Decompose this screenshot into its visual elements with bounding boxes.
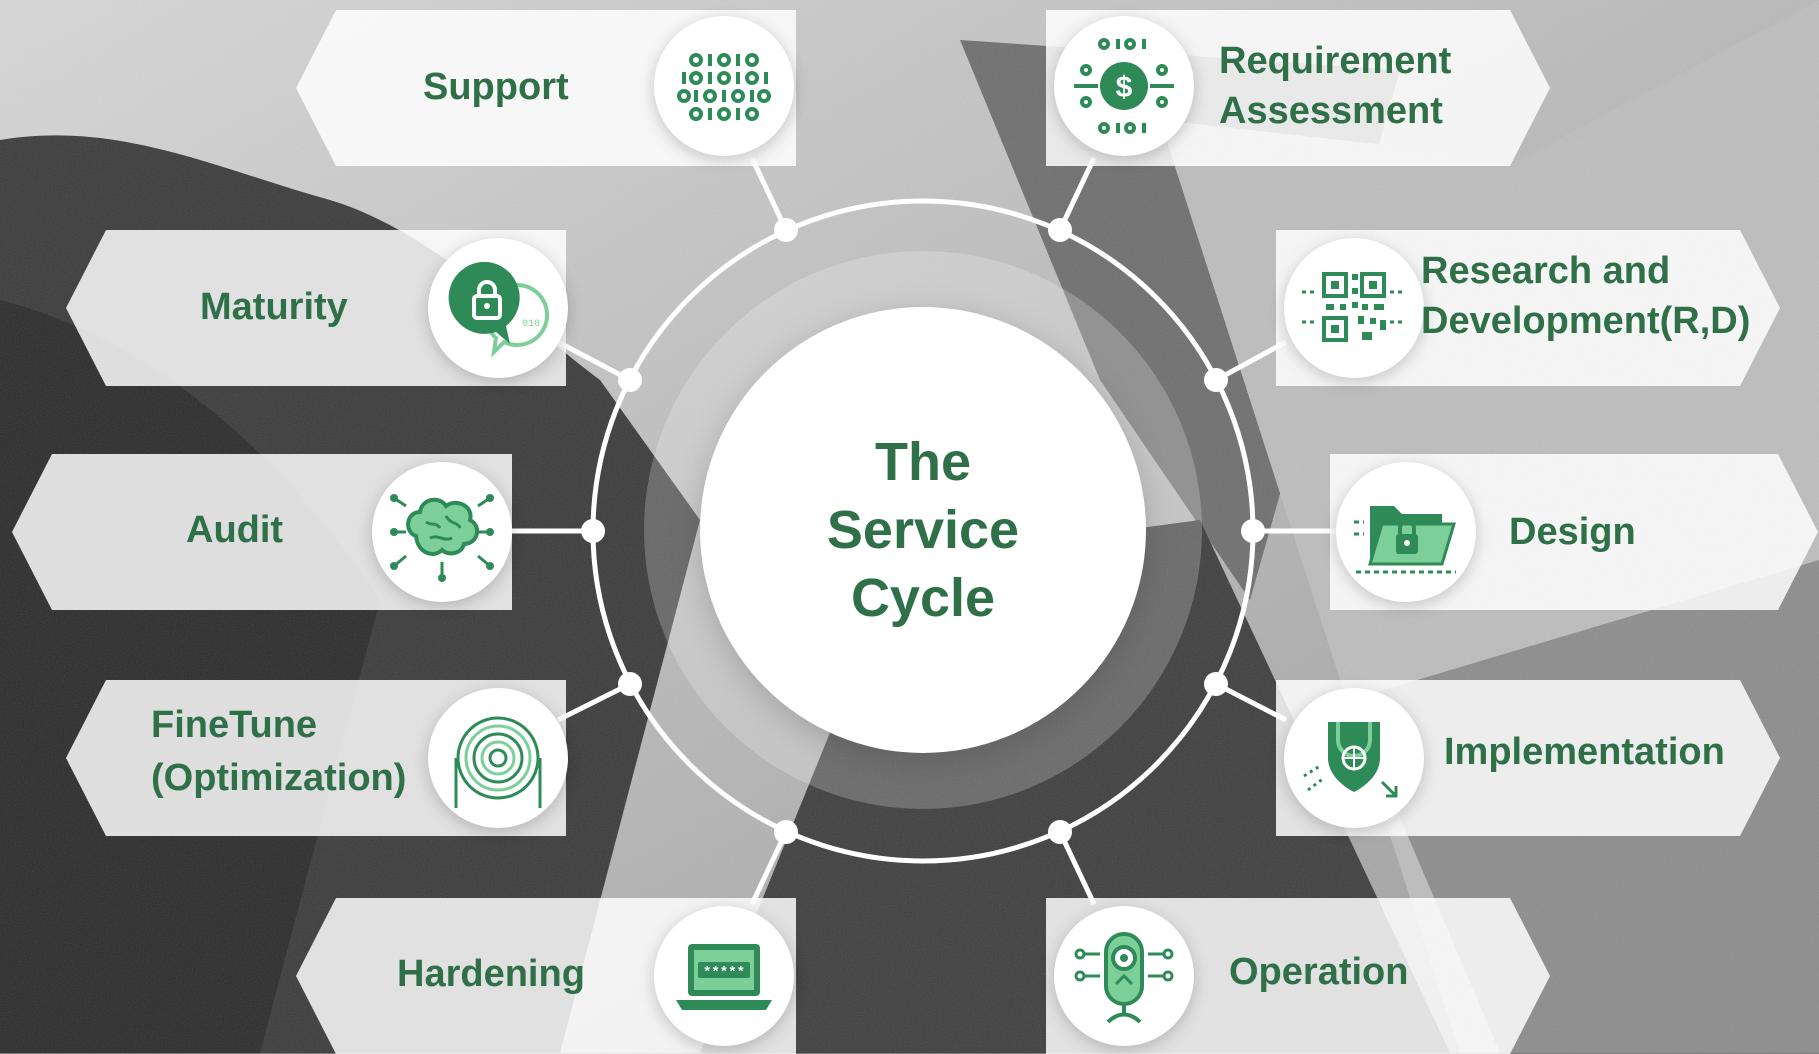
svg-text:$: $ (1116, 71, 1133, 104)
connector-finetune (556, 681, 632, 723)
svg-text:010: 010 (522, 319, 540, 330)
svg-text:*****: ***** (703, 965, 745, 981)
ring-dot-audit (581, 519, 605, 543)
center-circle: The Service Cycle (700, 307, 1146, 753)
ring-dot-hardening (774, 820, 798, 844)
ring-dot-requirement (1048, 218, 1072, 242)
stage-design-icon-disc (1336, 462, 1476, 602)
center-title-line-1: The (874, 432, 971, 492)
center-title-line-2: Service (826, 500, 1020, 560)
connector-maturity (556, 339, 632, 383)
stage-finetune-line-2: (Optimization) (151, 757, 407, 799)
ring-dot-maturity (618, 368, 642, 392)
ring-dot-design (1241, 519, 1265, 543)
password-laptop-icon: ***** (676, 944, 772, 1010)
stage-audit-label: Audit (186, 509, 284, 551)
stage-requirement-icon-disc: $ (1054, 16, 1194, 156)
stage-finetune-line-1: FineTune (151, 704, 318, 746)
stage-support-icon-disc (654, 16, 794, 156)
webcam-icon (1074, 932, 1174, 1024)
stage-maturity-icon-disc: 010 (428, 238, 568, 378)
qr-code-icon (1302, 272, 1406, 342)
center-title-line-3: Cycle (850, 568, 996, 628)
stage-hardening-icon-disc: ***** (654, 906, 794, 1046)
connector-support (749, 156, 789, 232)
brain-circuit-icon (390, 494, 494, 582)
connector-research (1214, 339, 1288, 383)
stage-operation-icon-disc (1054, 906, 1194, 1046)
connector-operation (1057, 830, 1097, 906)
stage-research-icon-disc (1284, 238, 1424, 378)
binary-code-icon (677, 53, 771, 121)
stage-finetune-icon-disc (428, 688, 568, 828)
shield-globe-icon (1303, 722, 1398, 798)
stage-maturity-label: Maturity (200, 286, 348, 328)
stage-requirement-line-1: Requirement (1219, 40, 1452, 82)
ring-dot-finetune (618, 672, 642, 696)
connector-implementation (1214, 681, 1288, 723)
ring-dot-operation (1048, 820, 1072, 844)
stage-operation-label: Operation (1229, 951, 1409, 993)
stage-research-line-1: Research and (1421, 250, 1671, 292)
stage-design-label: Design (1509, 511, 1636, 553)
stage-support-label: Support (423, 66, 569, 108)
stage-implementation-icon-disc (1284, 688, 1424, 828)
ring-dot-support (774, 218, 798, 242)
locked-folder-icon (1354, 506, 1457, 574)
connector-hardening (749, 830, 789, 906)
stage-hardening-label: Hardening (397, 953, 585, 995)
connector-requirement (1057, 156, 1097, 232)
stage-research-line-2: Development(R,D) (1421, 300, 1751, 342)
secure-chat-icon: 010 (448, 261, 549, 358)
ring-dot-implementation (1204, 672, 1228, 696)
stage-audit-icon-disc (372, 462, 512, 602)
ring-dot-research (1204, 368, 1228, 392)
dollar-chip-icon: $ (1074, 38, 1174, 134)
fingerprint-icon (454, 716, 542, 808)
stage-implementation-label: Implementation (1444, 731, 1725, 773)
stage-requirement-line-2: Assessment (1219, 90, 1443, 132)
